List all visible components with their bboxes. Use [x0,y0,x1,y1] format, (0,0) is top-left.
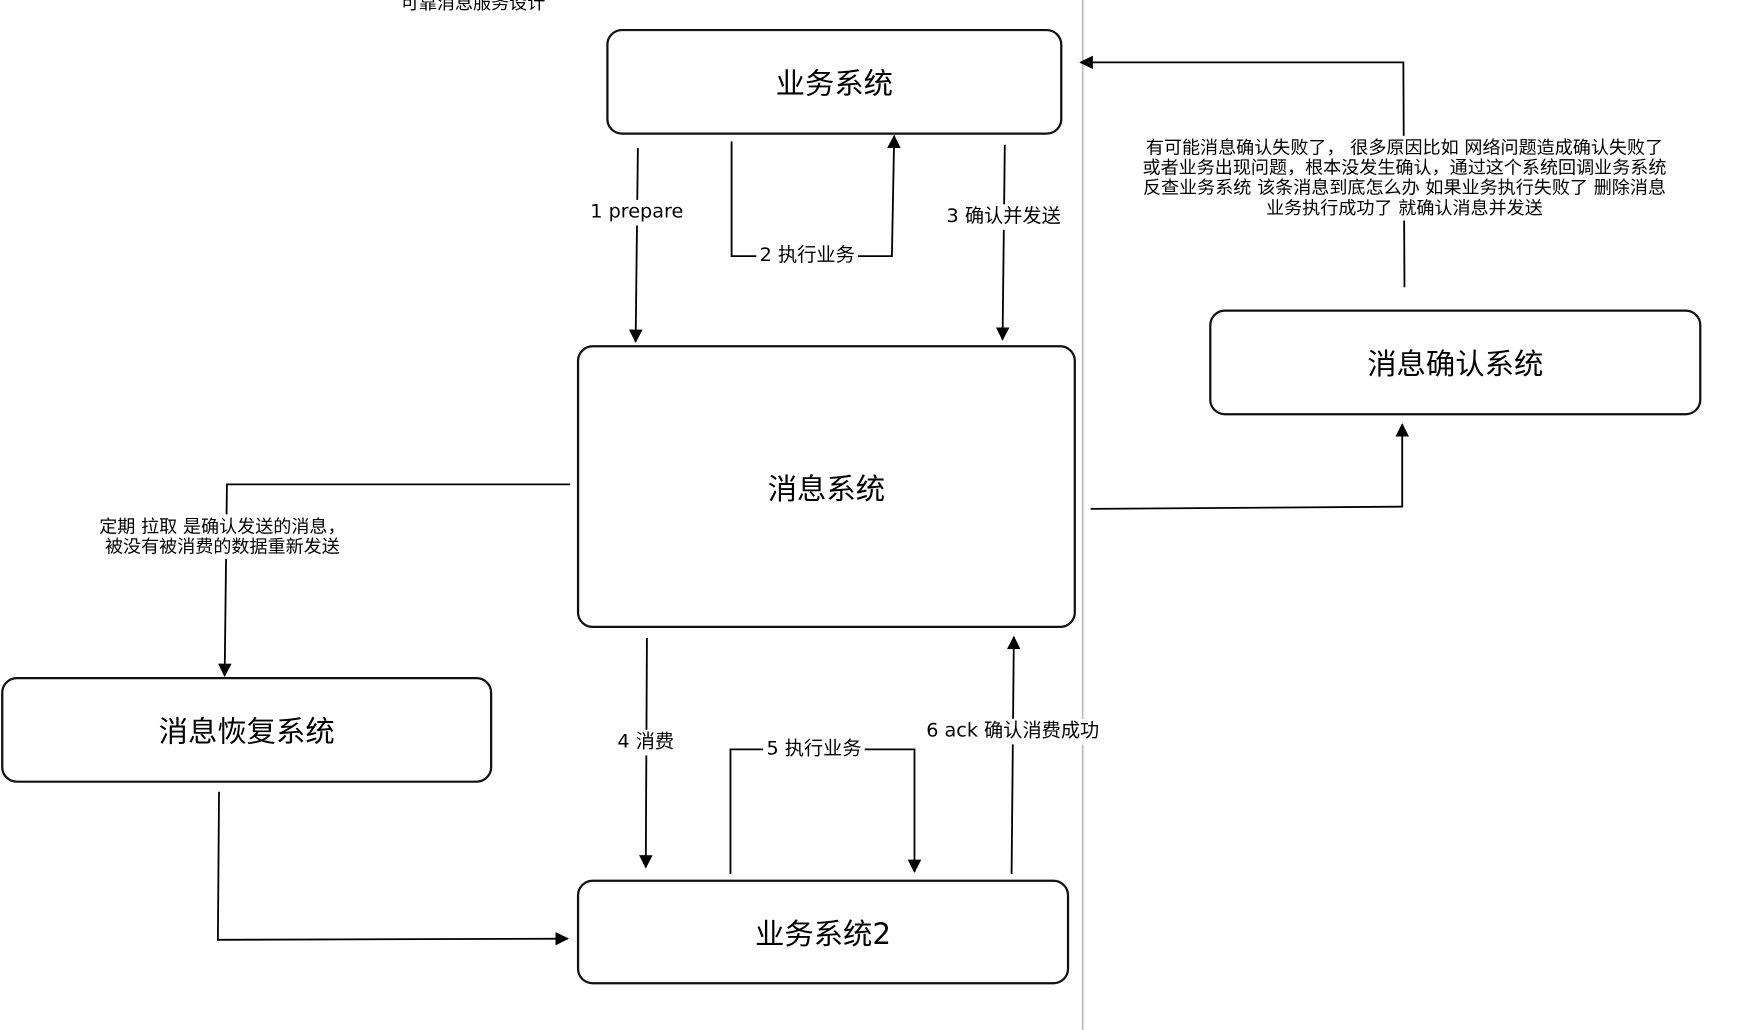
label-line: 业务执行成功了 就确认消息并发送 [1266,197,1543,219]
arrow-recovery-pull [218,483,571,678]
node-label: 业务系统 [775,67,894,102]
label-line: 定期 拉取 是确认发送的消息， [99,515,346,537]
edge-label-2: 2 执行业务 [756,243,859,269]
arrow-2-execute [730,134,901,257]
label-line: 反查业务系统 该条消息到底怎么办 如果业务执行失败了 删除消息 [1142,177,1666,199]
node-message-confirm-system[interactable]: 消息确认系统 [1209,309,1702,416]
node-label: 业务系统2 [754,918,892,952]
edge-label-3: 3 确认并发送 [943,204,1065,230]
arrow-3-confirm-send [995,144,1010,341]
arrow-to-confirm-system [1090,423,1409,510]
edge-label-recovery: 定期 拉取 是确认发送的消息， 被没有被消费的数据重新发送 [95,514,349,559]
node-business-system-2[interactable]: 业务系统2 [576,879,1070,985]
arrow-5-execute [729,748,922,875]
node-message-system[interactable]: 消息系统 [576,345,1076,629]
edge-label-confirm-callback: 有可能消息确认失败了， 很多原因比如 网络问题造成确认失败了 或者业务出现问题，… [1139,135,1670,221]
edge-label-1: 1 prepare [586,199,687,226]
node-business-system[interactable]: 业务系统 [606,28,1063,135]
label-line: 被没有被消费的数据重新发送 [104,535,340,557]
edge-label-6: 6 ack 确认消费成功 [922,718,1103,745]
arrow-recovery-resend [216,791,570,946]
node-label: 消息系统 [767,472,886,507]
node-message-recovery-system[interactable]: 消息恢复系统 [1,677,493,783]
edge-label-4: 4 消费 [614,729,678,756]
label-line: 或者业务出现问题，根本没发生确认，通过这个系统回调业务系统 [1142,157,1667,179]
edge-label-5: 5 执行业务 [763,736,865,763]
node-label: 消息确认系统 [1367,348,1544,382]
arrow-6-ack [1006,635,1021,875]
label-line: 有可能消息确认失败了， 很多原因比如 网络问题造成确认失败了 [1145,136,1664,159]
diagram-title: 可靠消息服务设计 [400,0,546,14]
arrow-1-prepare [628,148,643,343]
node-label: 消息恢复系统 [158,715,335,750]
